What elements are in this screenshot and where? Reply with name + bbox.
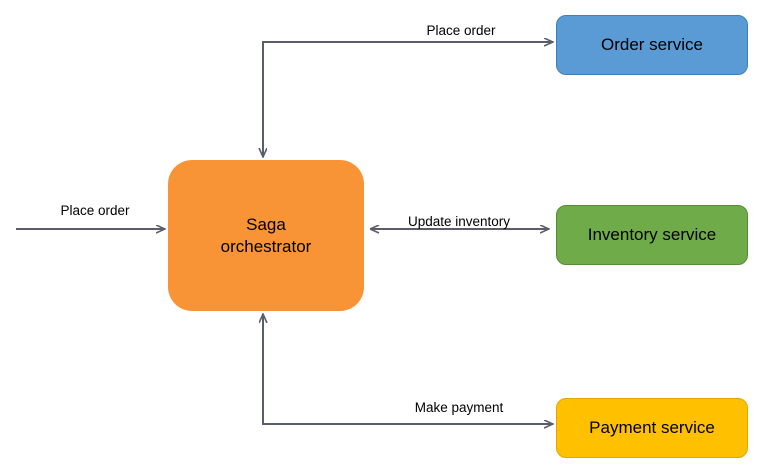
connector-order-return [262,41,553,155]
edge-label-place-order: Place order [426,23,496,38]
edge-label-make-payment: Make payment [414,400,504,415]
node-saga-orchestrator[interactable]: Saga orchestrator [168,160,364,311]
edge-label-incoming-place-order: Place order [60,203,130,218]
edge-label-update-inventory: Update inventory [407,214,511,229]
node-saga-orchestrator-label: Saga orchestrator [220,215,312,256]
connector-payment-return [262,318,553,425]
node-order-service[interactable]: Order service [556,15,748,75]
node-order-service-label: Order service [600,35,704,55]
node-inventory-service[interactable]: Inventory service [556,205,748,265]
node-payment-service[interactable]: Payment service [556,398,748,458]
node-inventory-service-label: Inventory service [587,225,717,245]
node-payment-service-label: Payment service [589,418,715,438]
